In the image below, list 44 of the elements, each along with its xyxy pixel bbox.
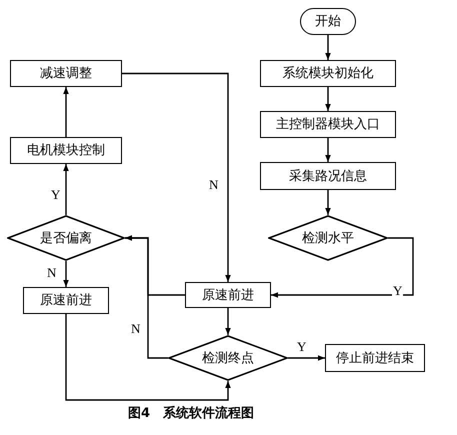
step-label: 原速前进: [40, 294, 92, 307]
edge-label: Y: [296, 340, 308, 353]
edge-label: Y: [50, 188, 62, 201]
edge-label: Y: [392, 284, 404, 297]
process-box: [325, 344, 425, 372]
figure-caption: 图4 系统软件流程图: [128, 407, 254, 420]
arrow: [271, 237, 414, 298]
arrow: [325, 190, 331, 215]
process-box: [10, 60, 122, 87]
arrow: [225, 308, 231, 335]
step-label: 检测终点: [202, 352, 254, 364]
arrow: [63, 261, 69, 287]
arrow: [288, 355, 325, 361]
process-box: [260, 162, 396, 190]
process-box: [185, 282, 271, 308]
process-box: [23, 287, 109, 314]
edge-label: N: [130, 322, 142, 335]
arrow: [325, 35, 331, 60]
arrow: [65, 314, 231, 401]
arrow: [325, 138, 331, 162]
process-box: [260, 111, 396, 138]
decision-diamond: [168, 335, 288, 381]
arrow: [122, 72, 231, 282]
process-box: [260, 60, 396, 87]
decision-diamond: [7, 215, 125, 261]
step-label: 开始: [315, 15, 341, 28]
terminal-box: [300, 8, 356, 35]
step-label: 主控制器模块入口: [276, 118, 380, 131]
step-label: 减速调整: [40, 67, 92, 80]
arrow: [63, 87, 69, 137]
step-label: 采集路况信息: [289, 170, 367, 182]
step-label: 系统模块初始化: [282, 67, 374, 80]
process-box: [10, 137, 122, 164]
edge-label: N: [46, 266, 58, 279]
step-label: 是否偏离: [40, 232, 92, 244]
step-label: 检测水平: [302, 232, 354, 244]
edge-label: N: [208, 178, 220, 191]
arrow: [125, 235, 168, 359]
arrow: [325, 87, 331, 111]
decision-diamond: [268, 215, 388, 261]
step-label: 电机模块控制: [27, 144, 105, 157]
step-label: 停止前进结束: [336, 352, 414, 364]
arrow: [63, 164, 69, 215]
step-label: 原速前进: [202, 288, 254, 302]
